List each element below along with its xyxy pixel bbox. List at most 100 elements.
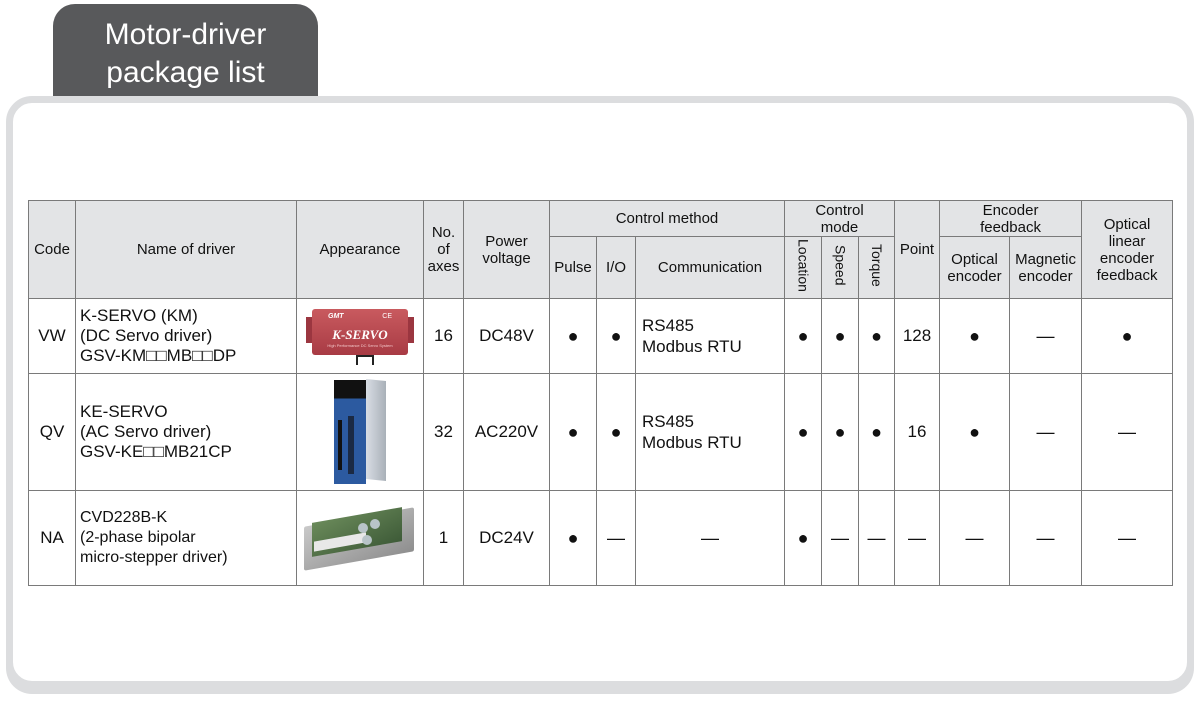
cell-pulse: ● [549, 490, 597, 586]
cell-appearance [296, 490, 424, 586]
image-brand-text: K-SERVO [332, 327, 388, 342]
header-control-mode-l1: Control [815, 201, 864, 219]
cell-io: — [596, 490, 636, 586]
comm-line: RS485 [642, 316, 694, 335]
cell-point: — [894, 490, 941, 586]
table-row: QV KE-SERVO (AC Servo driver) GSV-KE□□MB… [28, 373, 1174, 491]
header-optical-encoder-l1: Optical [951, 250, 998, 268]
section-title-line1: Motor-driver [104, 18, 267, 51]
header-name: Name of driver [75, 200, 297, 299]
cell-name: CVD228B-K (2-phase bipolar micro-stepper… [75, 490, 297, 586]
cell-pulse: ● [549, 373, 597, 491]
name-line: KE-SERVO [80, 402, 168, 421]
header-magnetic-encoder-l2: encoder [1018, 267, 1073, 285]
cell-axes: 16 [423, 298, 464, 374]
ke-servo-ac-driver-image [330, 378, 390, 486]
cell-appearance: GMT CE K-SERVO High Performance DC Servo… [296, 298, 424, 374]
cell-location: ● [784, 490, 823, 586]
header-control-mode: Control mode [784, 200, 896, 237]
header-magnetic-encoder: Magnetic encoder [1009, 236, 1083, 299]
name-line: K-SERVO (KM) [80, 306, 198, 325]
cell-speed: — [821, 490, 860, 586]
k-servo-dc-driver-image: GMT CE K-SERVO High Performance DC Servo… [306, 307, 414, 365]
image-ce-mark: CE [382, 313, 392, 320]
section-title-tab: Motor-driver package list [53, 4, 318, 99]
cell-appearance [296, 373, 424, 491]
header-torque: Torque [858, 236, 896, 299]
header-code: Code [28, 200, 76, 299]
header-optical-encoder-l2: encoder [947, 267, 1002, 285]
header-torque-label: Torque [869, 244, 886, 287]
cell-optical-linear: — [1081, 373, 1174, 491]
header-control-mode-l2: mode [820, 218, 859, 236]
cell-power: AC220V [463, 373, 550, 491]
header-axes-l3: axes [427, 258, 460, 275]
header-location: Location [784, 236, 823, 299]
cell-name: K-SERVO (KM) (DC Servo driver) GSV-KM□□M… [75, 298, 297, 374]
cell-point: 16 [894, 373, 941, 491]
cell-code: VW [28, 298, 76, 374]
header-optical-linear-l2: linear [1108, 232, 1146, 250]
header-speed-label: Speed [832, 245, 849, 286]
header-optical-linear-l1: Optical [1103, 215, 1151, 233]
cell-axes: 1 [423, 490, 464, 586]
cell-communication: RS485 Modbus RTU [634, 373, 786, 491]
table-row: VW K-SERVO (KM) (DC Servo driver) GSV-KM… [28, 298, 1174, 374]
header-pulse: Pulse [549, 236, 597, 299]
cell-communication: RS485 Modbus RTU [634, 298, 786, 374]
cell-code: QV [28, 373, 76, 491]
cell-magnetic-encoder: — [1009, 373, 1083, 491]
cell-power: DC48V [463, 298, 550, 374]
header-control-method: Control method [548, 200, 786, 237]
header-axes-l1: No. [431, 224, 456, 241]
header-encoder-feedback: Encoder feedback [939, 200, 1083, 237]
table-row: NA CVD228B-K (2-phase bipolar micro-step… [28, 490, 1174, 586]
name-line: CVD228B-K [80, 509, 168, 526]
cell-point: 128 [894, 298, 941, 374]
name-line: micro-stepper driver) [80, 549, 228, 566]
image-logo-text: GMT [328, 313, 344, 320]
cell-magnetic-encoder: — [1009, 298, 1083, 374]
header-appearance: Appearance [296, 200, 424, 299]
header-magnetic-encoder-l1: Magnetic [1015, 250, 1076, 268]
cell-torque: ● [858, 373, 896, 491]
cvd228b-stepper-driver-image [302, 503, 418, 573]
cell-location: ● [784, 373, 823, 491]
cell-optical-encoder: — [939, 490, 1011, 586]
header-point: Point [894, 200, 941, 299]
name-line: (DC Servo driver) [80, 326, 213, 345]
cell-pulse: ● [549, 298, 597, 374]
cell-optical-encoder: ● [939, 373, 1011, 491]
cell-name: KE-SERVO (AC Servo driver) GSV-KE□□MB21C… [75, 373, 297, 491]
header-encoder-feedback-l1: Encoder [982, 201, 1039, 219]
cell-optical-linear: ● [1081, 298, 1174, 374]
header-axes-l2: of [437, 241, 450, 258]
header-io: I/O [596, 236, 636, 299]
comm-line: Modbus RTU [642, 433, 742, 452]
cell-io: ● [596, 298, 636, 374]
comm-line: RS485 [642, 412, 694, 431]
cell-optical-encoder: ● [939, 298, 1011, 374]
cell-torque: — [858, 490, 896, 586]
cell-io: ● [596, 373, 636, 491]
header-optical-encoder: Optical encoder [939, 236, 1011, 299]
header-speed: Speed [821, 236, 860, 299]
name-line: (AC Servo driver) [80, 422, 212, 441]
header-power: Power voltage [463, 200, 550, 299]
cell-magnetic-encoder: — [1009, 490, 1083, 586]
header-power-l2: voltage [482, 249, 531, 267]
comm-line: Modbus RTU [642, 337, 742, 356]
cell-optical-linear: — [1081, 490, 1174, 586]
header-optical-linear-l4: feedback [1096, 266, 1158, 284]
cell-power: DC24V [463, 490, 550, 586]
header-power-l1: Power [485, 232, 528, 250]
name-line: GSV-KE□□MB21CP [80, 442, 232, 461]
cell-axes: 32 [423, 373, 464, 491]
header-optical-linear: Optical linear encoder feedback [1081, 200, 1174, 299]
header-axes: No. of axes [423, 200, 464, 299]
name-line: (2-phase bipolar [80, 529, 196, 546]
cell-code: NA [28, 490, 76, 586]
cell-torque: ● [858, 298, 896, 374]
cell-speed: ● [821, 373, 860, 491]
cell-location: ● [784, 298, 823, 374]
